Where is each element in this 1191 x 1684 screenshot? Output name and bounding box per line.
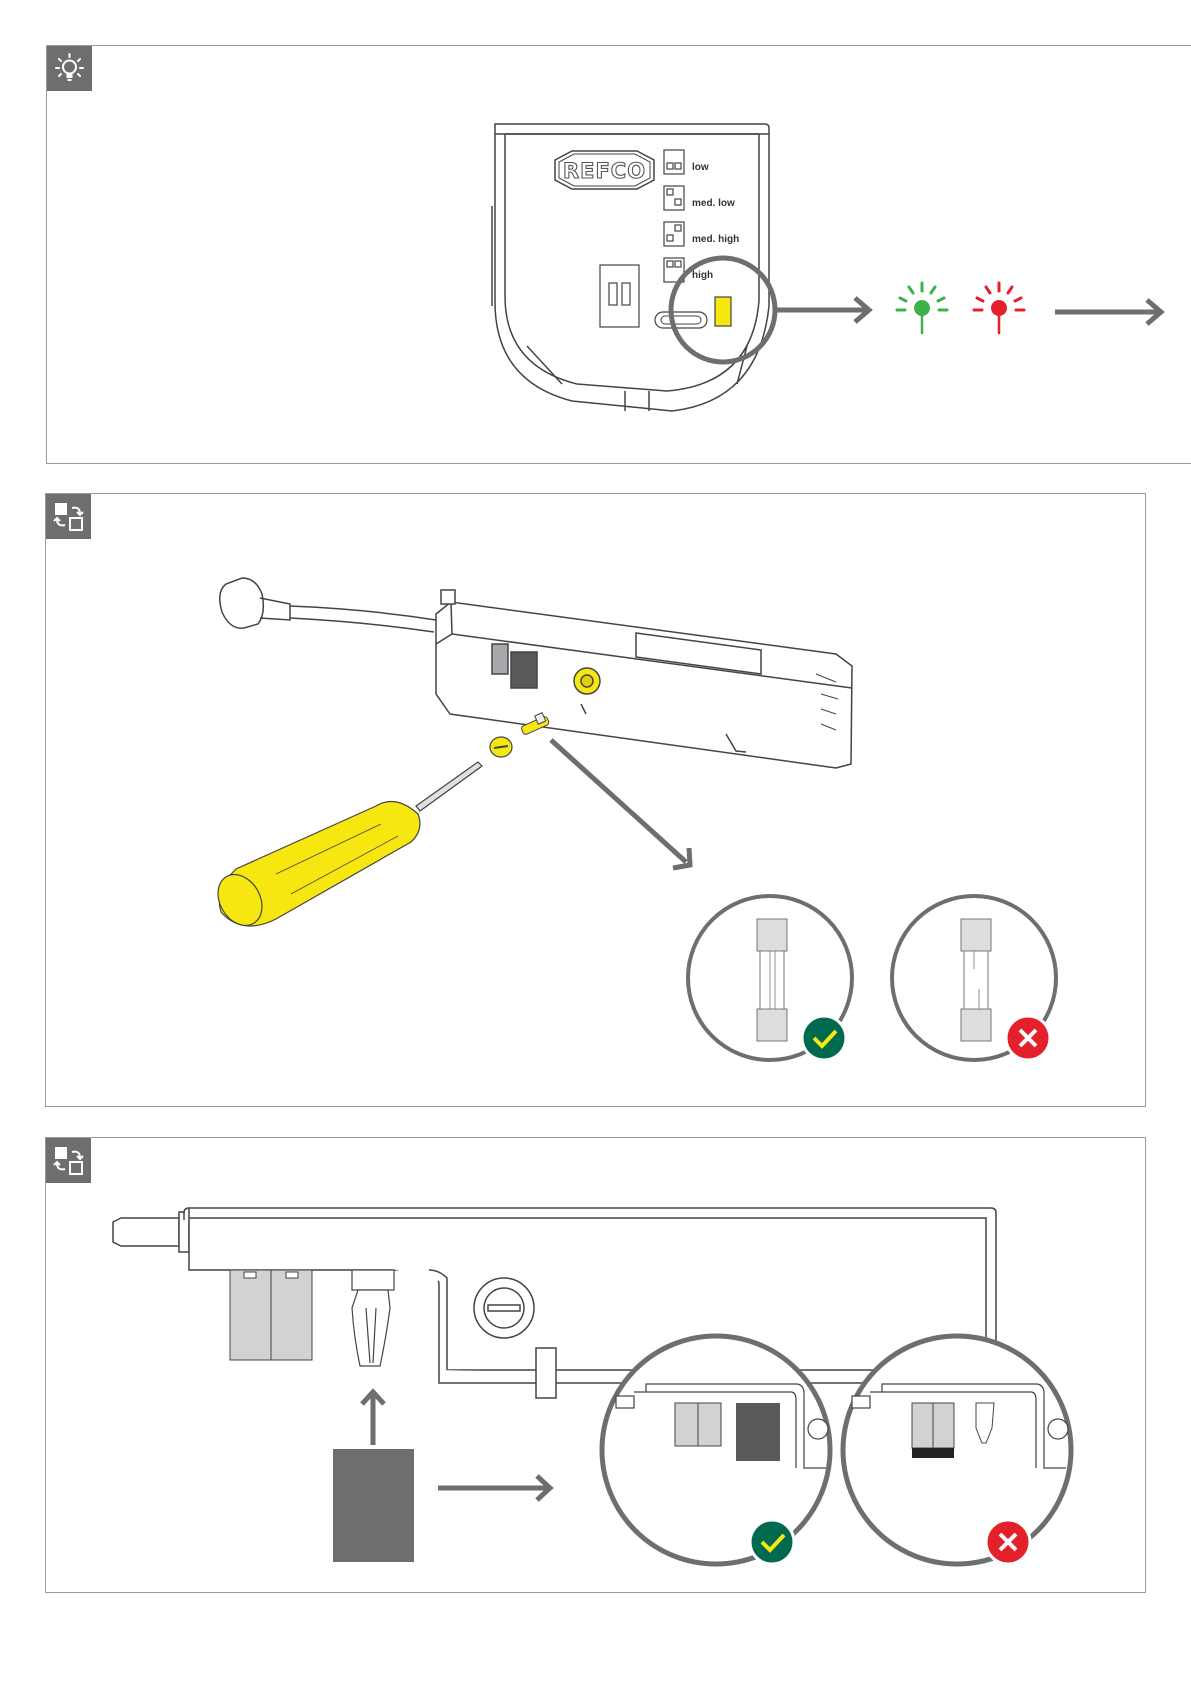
- good-fuse-view: [688, 896, 852, 1060]
- level-label-high: high: [692, 270, 713, 281]
- blown-fuse-view: [892, 896, 1056, 1060]
- level-label-med-low: med. low: [692, 198, 735, 209]
- screwdriver: [209, 762, 482, 933]
- pad-diagram: [46, 1138, 1147, 1594]
- contact-block: [230, 1270, 312, 1360]
- level-label-low: low: [692, 162, 709, 173]
- fuse-cap: [490, 737, 512, 757]
- arrow-down-right-icon: [551, 740, 690, 868]
- correct-install-view: [602, 1336, 830, 1564]
- tip-panel: REFCO low med. low med. high high: [46, 45, 1191, 464]
- fuse-replace-panel: [45, 493, 1146, 1107]
- power-socket: [600, 265, 639, 327]
- probe-sensor: [220, 578, 436, 632]
- level-label-med-high: med. high: [692, 234, 739, 245]
- led-diagram: REFCO low med. low med. high high: [47, 46, 1191, 465]
- arrow-right-icon: [1055, 300, 1161, 324]
- usb-port: [655, 312, 707, 328]
- fuse-diagram: [46, 494, 1147, 1108]
- checkmark-badge: [750, 1520, 794, 1564]
- spring-pin: [352, 1270, 394, 1366]
- checkmark-badge: [802, 1016, 846, 1060]
- red-light-icon: [974, 283, 1024, 333]
- wrong-install-view: [843, 1336, 1071, 1564]
- brand-logo: REFCO: [555, 151, 654, 189]
- rubber-pad: [333, 1449, 414, 1562]
- arrow-up-icon: [362, 1392, 384, 1445]
- pad-replace-panel: [45, 1137, 1146, 1593]
- dip-switch-group: [664, 150, 684, 282]
- arrow-right-icon: [775, 298, 869, 322]
- arrow-right-icon: [438, 1476, 550, 1500]
- status-led: [715, 297, 731, 326]
- green-light-icon: [897, 283, 947, 333]
- brand-name: REFCO: [563, 159, 646, 183]
